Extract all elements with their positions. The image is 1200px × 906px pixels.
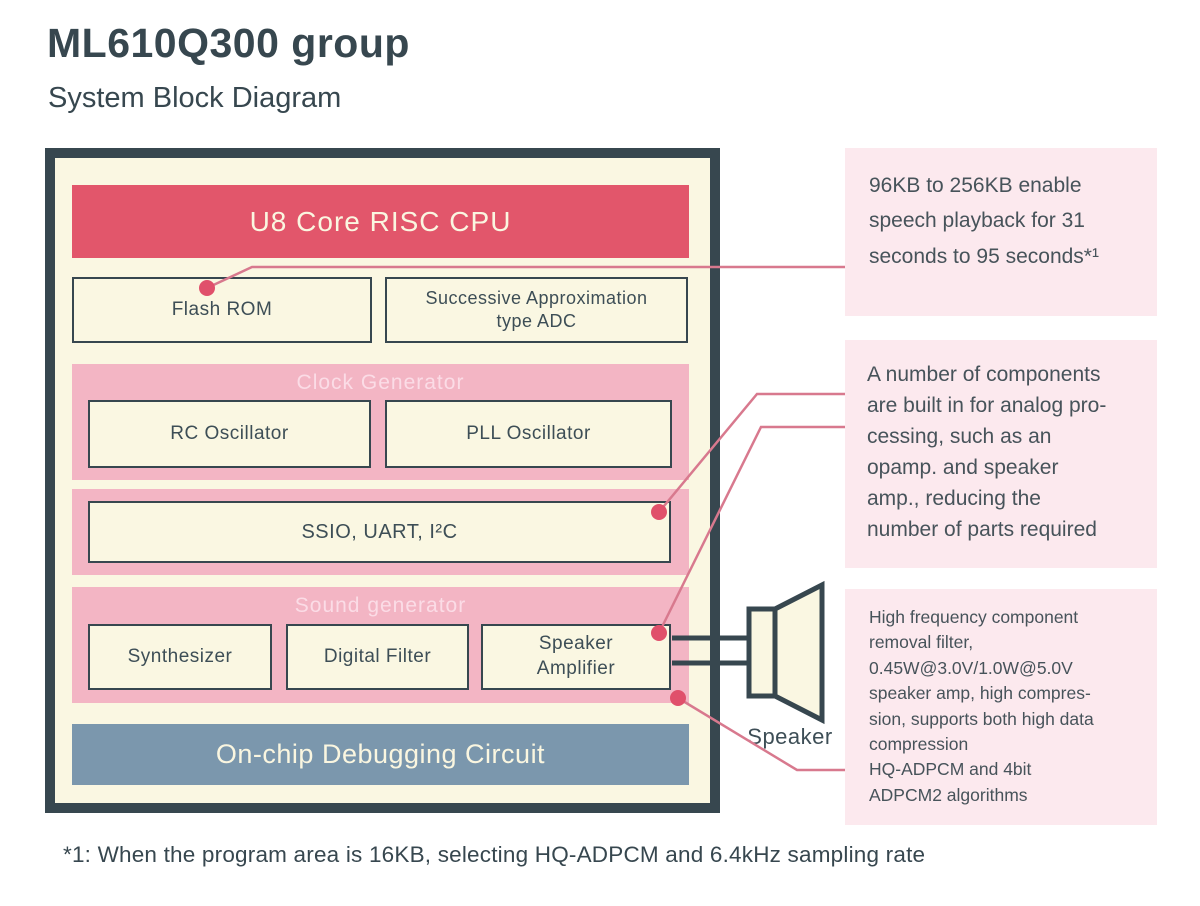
clock-generator-label: Clock Generator bbox=[296, 371, 465, 394]
pll-oscillator-box: PLL Oscillator bbox=[385, 400, 672, 468]
callout-flash-memory: 96KB to 256KB enable speech playback for… bbox=[845, 148, 1157, 316]
ssio-uart-i2c-box: SSIO, UART, I²C bbox=[88, 501, 671, 563]
on-chip-debugging-banner: On-chip Debugging Circuit bbox=[72, 724, 689, 785]
adc-box: Successive Approximation type ADC bbox=[385, 277, 688, 343]
flash-rom-box: Flash ROM bbox=[72, 277, 372, 343]
callout-analog-components: A number of components are built in for … bbox=[845, 340, 1157, 568]
callout-speaker-amp: High frequency component removal filter,… bbox=[845, 589, 1157, 825]
page-subtitle: System Block Diagram bbox=[48, 82, 342, 114]
u8-core-risc-cpu-banner: U8 Core RISC CPU bbox=[72, 185, 689, 258]
footnote: *1: When the program area is 16KB, selec… bbox=[63, 842, 926, 867]
speaker-label: Speaker bbox=[747, 724, 833, 749]
speaker-icon bbox=[746, 580, 825, 725]
speaker-amplifier-box: Speaker Amplifier bbox=[481, 624, 671, 690]
digital-filter-box: Digital Filter bbox=[286, 624, 469, 690]
rc-oscillator-box: RC Oscillator bbox=[88, 400, 371, 468]
sound-generator-label: Sound generator bbox=[294, 594, 467, 617]
page-title: ML610Q300 group bbox=[47, 20, 410, 66]
synthesizer-box: Synthesizer bbox=[88, 624, 272, 690]
